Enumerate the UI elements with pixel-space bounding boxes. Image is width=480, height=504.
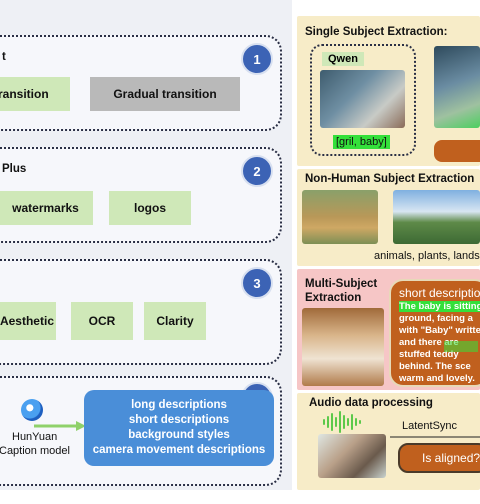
step-2-badge: 2: [241, 155, 273, 187]
hunyuan-label: HunYuan: [12, 431, 58, 443]
arrow-right-icon: [390, 436, 480, 438]
transition-box: ransition: [0, 77, 70, 111]
bubble-title: short descriptio: [399, 286, 480, 300]
teddy-highlight: [444, 341, 478, 352]
bubble-line-6: behind. The sce: [399, 361, 471, 372]
is-aligned-box: Is aligned?: [398, 443, 480, 473]
bubble-line-2: ground, facing a: [399, 313, 473, 324]
watermarks-box: watermarks: [0, 191, 93, 225]
single-subject-output: [434, 140, 480, 162]
description-camera: camera movement descriptions: [92, 444, 266, 456]
step-1-badge: 1: [241, 43, 273, 75]
caption-descriptions-box: long descriptions short descriptions bac…: [84, 390, 274, 466]
bubble-line-7: warm and lovely.: [399, 373, 475, 384]
step-3-badge: 3: [241, 267, 273, 299]
baby-with-bears-image: [302, 308, 384, 386]
logos-box: logos: [109, 191, 191, 225]
hunyuan-logo-icon: [21, 399, 43, 421]
people-talking-image: [318, 434, 386, 478]
description-short: short descriptions: [128, 414, 230, 426]
description-long: long descriptions: [131, 399, 227, 411]
baby-photo-image: [320, 70, 405, 128]
description-background: background styles: [128, 429, 230, 441]
single-subject-title: Single Subject Extraction:: [305, 26, 448, 38]
aesthetic-box: Aesthetic: [0, 302, 56, 340]
panel-2-title: Plus: [2, 163, 27, 175]
multi-subject-title-line1: Multi-Subject: [305, 278, 378, 290]
latentsync-label: LatentSync: [402, 420, 458, 432]
clarity-box: Clarity: [144, 302, 206, 340]
multi-subject-title-line2: Extraction: [305, 292, 362, 304]
subject-tag: [gril, baby]: [333, 135, 390, 149]
ocr-box: OCR: [71, 302, 133, 340]
bubble-line-1: The baby is sitting o: [399, 301, 480, 313]
non-human-title: Non-Human Subject Extraction: [305, 173, 475, 185]
bubble-line-4: and there are: [399, 337, 459, 348]
gradual-transition-box: Gradual transition: [90, 77, 240, 111]
audio-title: Audio data processing: [309, 397, 433, 409]
dogs-image: [302, 190, 378, 244]
waveform-icon: [323, 411, 361, 433]
bubble-line-5: stuffed teddy: [399, 349, 459, 360]
baby-highlight-image: [434, 46, 480, 128]
is-aligned-label: Is aligned?: [422, 451, 480, 465]
landscape-image: [393, 190, 480, 244]
arrow-icon: [34, 421, 86, 431]
bubble-line-3: with "Baby" written: [399, 325, 480, 336]
qwen-frame: [310, 44, 416, 156]
qwen-label: Qwen: [322, 52, 364, 66]
panel-1-title: t: [2, 51, 6, 63]
caption-model-label: Caption model: [0, 445, 70, 457]
short-description-bubble: short descriptio The baby is sitting o g…: [389, 279, 480, 387]
non-human-caption: animals, plants, landsca: [374, 250, 480, 262]
